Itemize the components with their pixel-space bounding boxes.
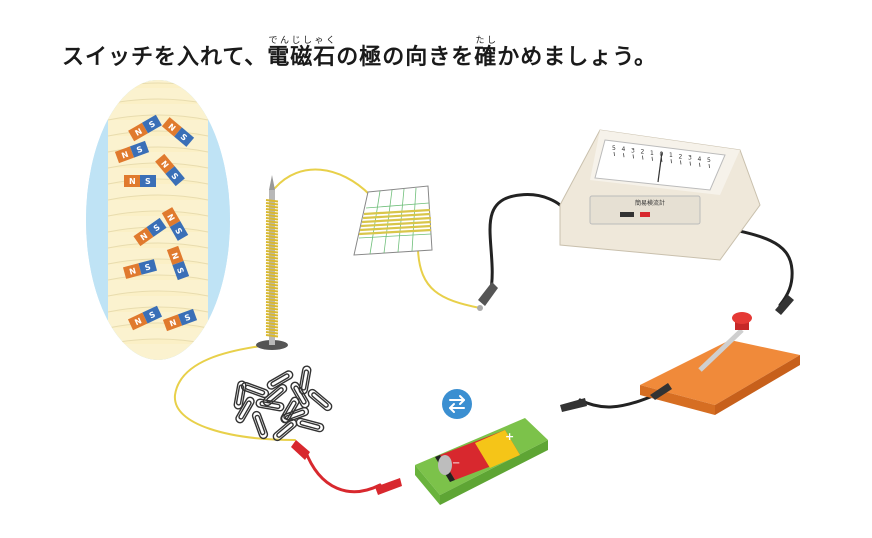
meter-scale-label: 5	[612, 145, 616, 152]
paperclip	[298, 365, 312, 395]
page-title: スイッチを入れて、電磁石でんじしゃくの極の向きを確たしかめましょう。	[62, 36, 657, 71]
title-ruby1-reading: でんじしゃく	[267, 36, 337, 46]
title-part2: の極の向きを	[336, 45, 475, 70]
bar-magnet: NS	[133, 217, 167, 247]
meter-scale-label: 5	[707, 157, 711, 164]
magnet-n-label: N	[166, 122, 177, 133]
meter-scale-label: 4	[698, 156, 702, 163]
title-ruby-tashi: 確たし	[474, 36, 498, 70]
grid-coil-panel	[353, 185, 433, 256]
magnet-s-label: S	[169, 171, 180, 181]
magnet-s-label: S	[145, 177, 151, 186]
title-part3: かめましょう。	[497, 45, 657, 70]
meter-scale-label: 1	[650, 150, 654, 157]
magnet-n-label: N	[170, 251, 181, 260]
paperclip	[262, 383, 288, 407]
magnet-n-label: N	[133, 127, 143, 138]
bar-magnet: NS	[161, 117, 195, 147]
paperclip-pile	[233, 365, 333, 442]
bar-magnet: NS	[127, 305, 163, 331]
title-ruby1-base: 電磁石	[267, 45, 337, 70]
bar-magnet: NS	[166, 245, 190, 281]
magnet-n-label: N	[139, 231, 150, 242]
magnet-s-label: S	[147, 119, 157, 130]
magnet-n-label: N	[159, 159, 170, 170]
bar-magnet: NS	[161, 207, 189, 241]
magnet-s-label: S	[135, 144, 144, 155]
alligator-clip-black-battery	[560, 398, 587, 412]
alligator-clip-red-paperclip	[291, 440, 310, 460]
paperclip	[266, 370, 294, 390]
meter-scale-label: 3	[631, 147, 635, 154]
magnet-s-label: S	[148, 310, 157, 321]
battery: − +	[435, 430, 520, 482]
paperclip	[251, 410, 269, 440]
alligator-clip-gray	[477, 282, 498, 311]
paperclip	[233, 380, 247, 410]
meter-scale-label: 2	[679, 153, 683, 160]
magnet-n-label: N	[133, 316, 143, 327]
title-ruby2-reading: たし	[474, 36, 498, 46]
magnet-n-label: N	[120, 150, 129, 161]
magnet-s-label: S	[175, 266, 186, 275]
magnet-s-label: S	[173, 226, 184, 236]
magnet-n-label: N	[128, 266, 137, 276]
battery-plus-label: +	[505, 430, 514, 443]
paperclip	[295, 417, 325, 433]
magnet-s-label: S	[183, 312, 192, 323]
magnet-n-label: N	[129, 177, 136, 186]
magnet-s-label: S	[152, 222, 162, 233]
title-ruby-denjishaku: 電磁石でんじしゃく	[267, 36, 337, 70]
title-ruby2-base: 確	[474, 45, 498, 70]
bar-magnet: NS	[128, 114, 162, 142]
magnet-n-label: N	[168, 318, 177, 329]
electromagnet-nail	[256, 175, 288, 350]
paperclip	[307, 388, 333, 412]
meter-scale-label: 4	[622, 146, 626, 153]
meter-scale-label: 1	[669, 152, 673, 159]
title-part1: スイッチを入れて、	[62, 45, 268, 70]
magnet-s-label: S	[179, 132, 189, 143]
meter-scale-label: 3	[688, 155, 692, 162]
paperclip	[272, 418, 298, 442]
swap-direction-button[interactable]	[442, 389, 472, 419]
magnet-n-label: N	[165, 212, 176, 222]
battery-minus-label: −	[452, 458, 460, 469]
knife-switch[interactable]	[640, 295, 800, 415]
paperclip	[280, 396, 300, 424]
magnet-s-label: S	[144, 262, 152, 272]
bar-magnet: NS	[155, 153, 185, 187]
swap-arrows-icon	[449, 395, 465, 413]
alligator-clip-red	[375, 478, 402, 495]
galvanometer: 54321012345 簡易検流計	[559, 129, 761, 261]
meter-scale-label: 2	[641, 149, 645, 156]
meter-name: 簡易検流計	[635, 199, 665, 207]
